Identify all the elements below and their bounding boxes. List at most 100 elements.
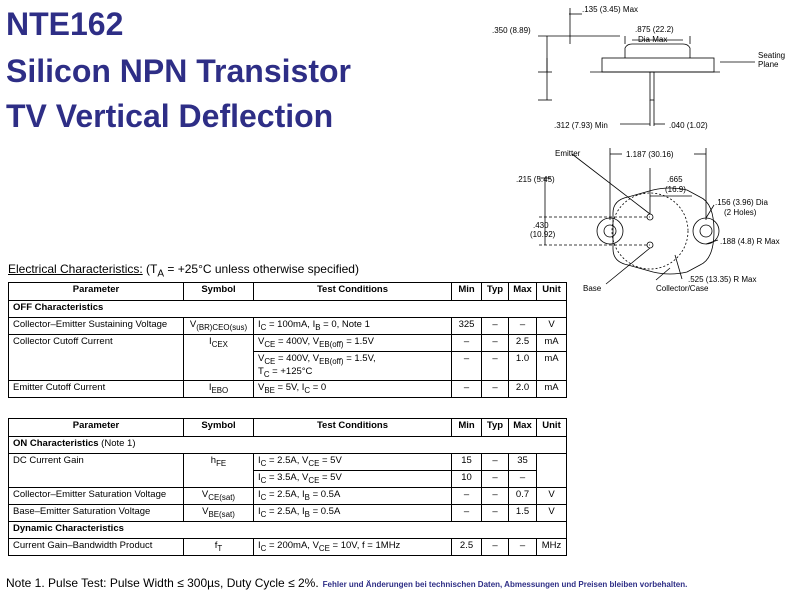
unit-cell: mA <box>536 334 567 352</box>
emitter-offset-dim: .215 (5.45) <box>516 175 555 184</box>
typ-cell: – <box>481 504 509 522</box>
package-outline-drawing: .135 (3.45) Max .350 (8.89) .875 (22.2) … <box>492 5 785 293</box>
condition-cell: VCE = 400V, VEB(off) = 1.5V,TC = +125°C <box>253 351 452 381</box>
unit-cell: mA <box>536 379 567 398</box>
table-row: Base–Emitter Saturation Voltage VBE(sat)… <box>8 504 567 522</box>
side-view <box>538 8 755 126</box>
unit-cell: V <box>536 487 567 505</box>
param-cell: Collector–Emitter Saturation Voltage <box>8 487 184 505</box>
pin-diameter-dim: .040 (1.02) <box>669 121 708 130</box>
min-cell: – <box>451 351 482 381</box>
typ-cell: – <box>481 351 509 381</box>
header-unit: Unit <box>536 282 567 301</box>
table-row: Collector–Emitter Sustaining Voltage V(B… <box>8 317 567 335</box>
max-cell: – <box>508 317 537 335</box>
on-characteristics-table: Parameter Symbol Test Conditions Min Typ… <box>8 418 567 556</box>
min-cell: 325 <box>451 317 482 335</box>
param-cell: Collector–Emitter Sustaining Voltage <box>8 317 184 335</box>
condition-cell: VCE = 400V, VEB(off) = 1.5V <box>253 334 452 352</box>
cap-height-dim: .135 (3.45) Max <box>582 5 638 14</box>
symbol-cell: V(BR)CEO(sus) <box>183 317 254 335</box>
mounting-hole-spacing-dim: 1.187 (30.16) <box>626 150 674 159</box>
section-row: OFF Characteristics <box>8 300 567 318</box>
min-cell: – <box>451 487 482 505</box>
body-height-dim: .350 (8.89) <box>492 26 531 35</box>
flange-radius-dim: .188 (4.8) R Max <box>720 237 780 246</box>
condition-cell: IC = 100mA, IB = 0, Note 1 <box>253 317 452 335</box>
min-cell: 10 <box>451 470 482 488</box>
condition-cell: VBE = 5V, IC = 0 <box>253 379 452 398</box>
max-cell: – <box>508 538 537 556</box>
section-title: Dynamic Characteristics <box>8 521 567 539</box>
condition-cell: IC = 2.5A, IB = 0.5A <box>253 487 452 505</box>
footnote: Note 1. Pulse Test: Pulse Width ≤ 300µs,… <box>6 576 687 590</box>
ec-conditions: (TA = +25°C unless otherwise specified) <box>146 262 359 280</box>
pulse-test-note: Note 1. Pulse Test: Pulse Width ≤ 300µs,… <box>6 576 319 590</box>
condition-cell: IC = 2.5A, IB = 0.5A <box>253 504 452 522</box>
table-row: Collector Cutoff Current ICEX VCE = 400V… <box>8 334 567 381</box>
symbol-cell: VBE(sat) <box>183 504 254 522</box>
min-cell: 15 <box>451 453 482 471</box>
cap-dia-max-label: Dia Max <box>638 35 667 44</box>
symbol-cell: IEBO <box>183 379 254 398</box>
header-typ: Typ <box>481 282 509 301</box>
table-header-row: Parameter Symbol Test Conditions Min Typ… <box>8 282 567 301</box>
table-row: Emitter Cutoff Current IEBO VBE = 5V, IC… <box>8 379 567 398</box>
pin-to-pin-metric-dim: (10.92) <box>530 230 556 239</box>
typ-cell: – <box>481 470 509 488</box>
emitter-label: Emitter <box>555 149 581 158</box>
application-title: TV Vertical Deflection <box>6 98 334 134</box>
max-cell: 35 <box>508 453 537 471</box>
hole-diameter-dim: .156 (3.96) Dia <box>715 198 768 207</box>
condition-cell: IC = 2.5A, VCE = 5V <box>253 453 452 471</box>
unit-cell <box>536 453 567 488</box>
table-row: VCE = 400V, VEB(off) = 1.5V,TC = +125°C … <box>9 351 567 381</box>
symbol-cell: hFE <box>183 453 254 488</box>
table-row: Current Gain–Bandwidth Product fT IC = 2… <box>8 538 567 556</box>
device-type-title: Silicon NPN Transistor <box>6 53 351 89</box>
electrical-characteristics-heading: Electrical Characteristics: (TA = +25°C … <box>8 262 359 279</box>
header-symbol: Symbol <box>183 282 254 301</box>
param-cell: Emitter Cutoff Current <box>8 379 184 398</box>
typ-cell: – <box>481 538 509 556</box>
symbol-cell: VCE(sat) <box>183 487 254 505</box>
header-min: Min <box>451 418 482 437</box>
typ-cell: – <box>481 379 509 398</box>
min-cell: – <box>451 379 482 398</box>
typ-cell: – <box>481 453 509 471</box>
collector-case-label: Collector/Case <box>656 284 709 293</box>
min-cell: – <box>451 334 482 352</box>
pin-spacing-metric-dim: (16.9) <box>665 185 686 194</box>
max-cell: – <box>508 470 537 488</box>
section-row: ON Characteristics (Note 1) <box>8 436 567 454</box>
pin-to-pin-dim: .430 <box>533 221 549 230</box>
symbol-cell: ICEX <box>183 334 254 381</box>
header-unit: Unit <box>536 418 567 437</box>
off-characteristics-table: Parameter Symbol Test Conditions Min Typ… <box>8 282 567 398</box>
cap-diameter-dim: .875 (22.2) <box>635 25 674 34</box>
min-cell: 2.5 <box>451 538 482 556</box>
header-typ: Typ <box>481 418 509 437</box>
condition-cell: IC = 200mA, VCE = 10V, f = 1MHz <box>253 538 452 556</box>
section-title: ON Characteristics (Note 1) <box>8 436 567 454</box>
typ-cell: – <box>481 487 509 505</box>
typ-cell: – <box>481 317 509 335</box>
section-title: OFF Characteristics <box>8 300 567 318</box>
header-test-conditions: Test Conditions <box>253 418 452 437</box>
base-label: Base <box>583 284 602 293</box>
header-max: Max <box>508 418 537 437</box>
header-parameter: Parameter <box>8 418 184 437</box>
param-cell: Base–Emitter Saturation Voltage <box>8 504 184 522</box>
ec-title: Electrical Characteristics: <box>8 262 143 276</box>
header-min: Min <box>451 282 482 301</box>
param-cell: DC Current Gain <box>8 453 184 488</box>
header-symbol: Symbol <box>183 418 254 437</box>
max-cell: 1.0 <box>508 351 537 381</box>
part-number-title: NTE162 <box>6 6 124 42</box>
plane-label: Plane <box>758 60 779 69</box>
max-cell: 2.0 <box>508 379 537 398</box>
param-cell: Collector Cutoff Current <box>8 334 184 381</box>
table-header-row: Parameter Symbol Test Conditions Min Typ… <box>8 418 567 437</box>
unit-cell: mA <box>536 351 567 381</box>
bottom-view <box>539 148 720 285</box>
